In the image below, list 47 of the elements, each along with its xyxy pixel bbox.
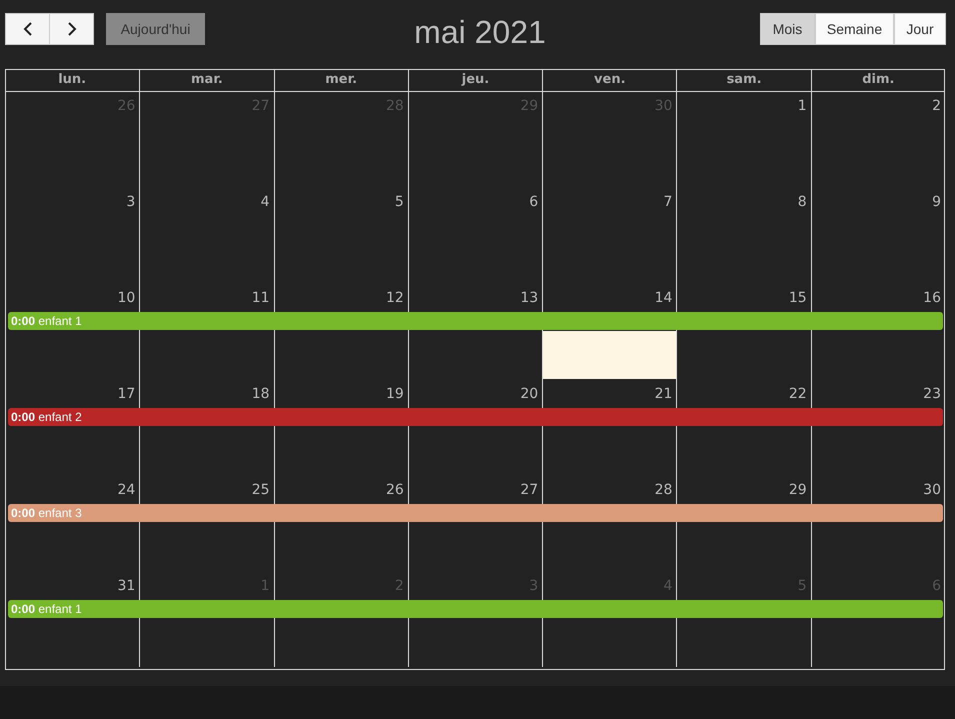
day-number: 27 xyxy=(519,481,538,500)
day-number: 10 xyxy=(116,289,136,308)
day-number: 7 xyxy=(662,193,672,212)
day-number: 16 xyxy=(922,289,941,308)
today-button: Aujourd'hui xyxy=(106,13,205,45)
event-bar: 0:00 enfant 1 xyxy=(8,600,943,618)
day-view-button: Jour xyxy=(894,13,946,45)
weekday-header: lun. xyxy=(57,71,88,89)
day-number: 15 xyxy=(788,289,807,308)
day-number: 2 xyxy=(931,97,941,116)
day-number: 13 xyxy=(519,289,538,308)
day-number: 8 xyxy=(796,193,807,212)
day-number: 18 xyxy=(250,385,270,404)
day-number: 19 xyxy=(385,385,404,404)
day-number: 28 xyxy=(654,481,672,500)
day-number: 6 xyxy=(528,193,538,212)
day-number: 24 xyxy=(116,481,136,500)
event-bar: 0:00 enfant 3 xyxy=(8,504,943,522)
weekday-header: jeu. xyxy=(408,69,542,91)
day-number: 9 xyxy=(931,193,941,212)
calendar-title: mai 2021 xyxy=(413,13,547,52)
day-number: 25 xyxy=(250,481,270,500)
weekday-header: dim. xyxy=(810,69,945,91)
day-number: 12 xyxy=(385,289,404,308)
day-number: 20 xyxy=(519,385,538,404)
day-number: 1 xyxy=(796,97,807,116)
day-number: 30 xyxy=(922,481,941,500)
day-number: 29 xyxy=(788,481,807,500)
weekday-header: sam. xyxy=(676,69,811,91)
weekday-header: ven. xyxy=(542,69,676,91)
week-view-button: Semaine xyxy=(815,13,894,45)
day-number: 11 xyxy=(250,289,270,308)
day-number: 4 xyxy=(260,193,270,212)
day-number: 3 xyxy=(125,193,136,212)
day-number: 31 xyxy=(116,577,136,596)
weekday-header: mar. xyxy=(139,69,274,91)
event-bar: 0:00 enfant 2 xyxy=(8,408,943,426)
day-number: 21 xyxy=(654,385,672,404)
day-number: 5 xyxy=(394,193,404,212)
day-number: 14 xyxy=(654,289,672,308)
day-number: 17 xyxy=(116,385,136,404)
day-number: 22 xyxy=(788,385,807,404)
weekday-header: mer. xyxy=(274,69,408,91)
day-number: 26 xyxy=(385,481,404,500)
day-number: 23 xyxy=(922,385,941,404)
event-bar: 0:00 enfant 1 xyxy=(8,312,943,330)
month-view-button: Mois xyxy=(760,13,815,45)
